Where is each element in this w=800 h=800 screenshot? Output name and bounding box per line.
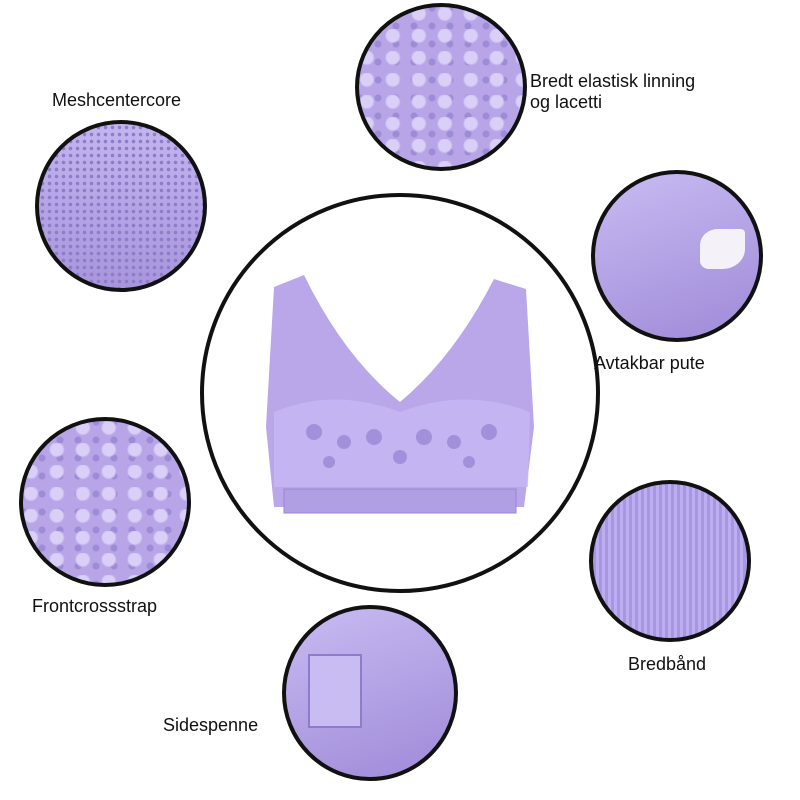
waistband-label: Bredt elastisk linning og lacetti xyxy=(530,71,695,113)
pad-detail-image xyxy=(591,170,763,342)
clasp-detail-image xyxy=(282,605,458,781)
clasp-hooks xyxy=(308,654,362,728)
product-main-image xyxy=(200,193,600,593)
waistband-label-line2: og lacetti xyxy=(530,92,603,112)
strap-detail-image xyxy=(19,417,191,587)
wideband-detail-image xyxy=(589,480,751,642)
clasp-label: Sidespenne xyxy=(163,715,259,735)
pad-insert xyxy=(700,229,745,269)
wideband-label: Bredbånd xyxy=(628,654,707,674)
mesh-detail-image xyxy=(35,120,207,292)
waistband-label-line1: Bredt elastisk linning xyxy=(530,71,696,91)
mesh-label: Meshcentercore xyxy=(52,90,182,110)
waistband-detail-image xyxy=(355,3,527,171)
pad-label: Avtakbar pute xyxy=(594,353,705,373)
strap-label: Frontcrossstrap xyxy=(32,596,158,616)
bra-illustration xyxy=(266,275,534,514)
